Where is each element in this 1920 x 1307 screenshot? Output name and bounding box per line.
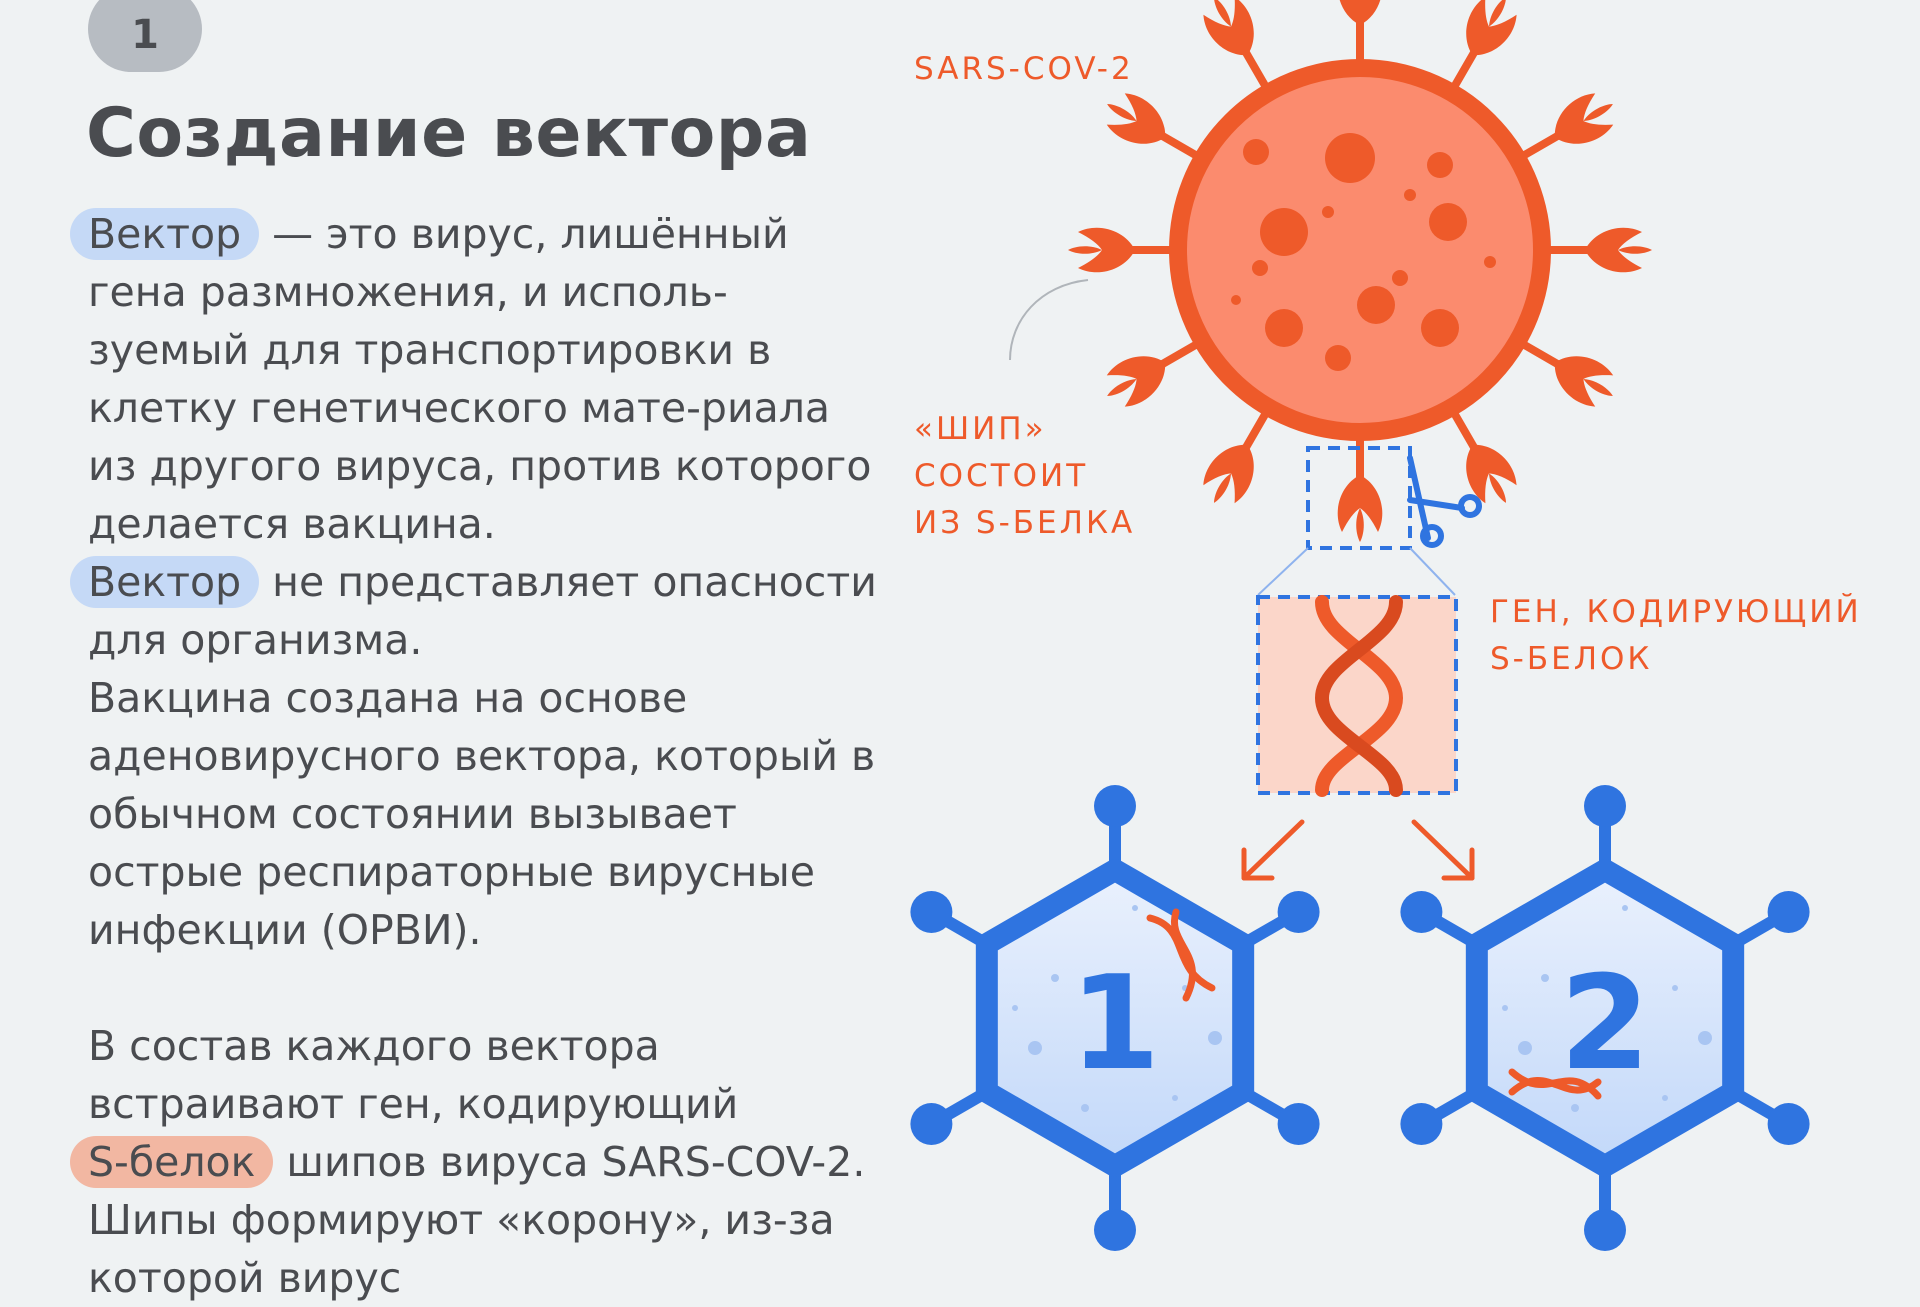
dna-helix-icon	[1314, 595, 1404, 797]
sars-cov-2-label: SARS-COV-2	[914, 51, 1134, 87]
highlight-vector: Вектор	[70, 208, 260, 260]
virus-dot	[1260, 208, 1308, 256]
page-title: Создание вектора	[86, 94, 812, 173]
zoom-line-right	[1409, 547, 1456, 596]
step-number-badge: 1	[88, 0, 202, 72]
vector-1-number: 1	[1070, 947, 1160, 1099]
vector-2-number: 2	[1560, 947, 1650, 1099]
virus-spike	[1535, 227, 1652, 273]
zoom-line-left	[1257, 547, 1309, 596]
virus-dot	[1243, 139, 1269, 165]
spike-label: «ШИП» СОСТОИТ ИЗ S-БЕЛКА	[914, 411, 1136, 541]
virus-dot	[1231, 295, 1241, 305]
virus-dot	[1427, 152, 1453, 178]
virus-dot	[1252, 260, 1268, 276]
virus-dot	[1325, 133, 1375, 183]
vector-2-gene-icon	[1508, 1068, 1602, 1100]
adenovirus-vector-2	[1400, 785, 1810, 1251]
paragraph-gene: В состав каждого вектора встраивают ген,…	[70, 1017, 888, 1307]
virus-dot	[1392, 270, 1408, 286]
virus-dot	[1357, 286, 1395, 324]
virus-spike	[1337, 425, 1383, 542]
arrow-down-left-icon	[1241, 819, 1305, 881]
virus-dot	[1404, 189, 1416, 201]
virus-dot	[1325, 345, 1351, 371]
vector-1-gene-icon	[1146, 908, 1216, 1002]
highlight-s-protein: S-белок	[70, 1136, 274, 1188]
virus-dot	[1484, 256, 1496, 268]
paragraph-adenovirus: Вакцина создана на основе аденовирусного…	[88, 674, 876, 954]
highlight-vector: Вектор	[70, 556, 260, 608]
diagram-canvas: 1 2	[910, 0, 1810, 1251]
virus-dot	[1265, 309, 1303, 347]
leader-line	[1009, 279, 1089, 361]
gene-box	[1256, 595, 1458, 795]
scissors-icon	[1407, 455, 1482, 548]
sars-cov-2-virus	[1068, 0, 1652, 542]
virus-body	[1169, 59, 1551, 441]
paragraph-vector-definition: Вектор — это вирус, лишённый гена размно…	[70, 205, 888, 553]
virus-spike	[1339, 0, 1381, 75]
virus-dot	[1429, 203, 1467, 241]
arrow-down-right-icon	[1411, 819, 1475, 881]
paragraph-vector-safety: Вектор не представляет опасности для орг…	[70, 553, 888, 669]
virus-dot	[1421, 309, 1459, 347]
gene-label: ГЕН, КОДИРУЮЩИЙ S-БЕЛОК	[1490, 594, 1862, 677]
virus-spike	[1068, 227, 1185, 273]
virus-dot	[1322, 206, 1334, 218]
description-text: Вектор — это вирус, лишённый гена размно…	[70, 205, 888, 1307]
